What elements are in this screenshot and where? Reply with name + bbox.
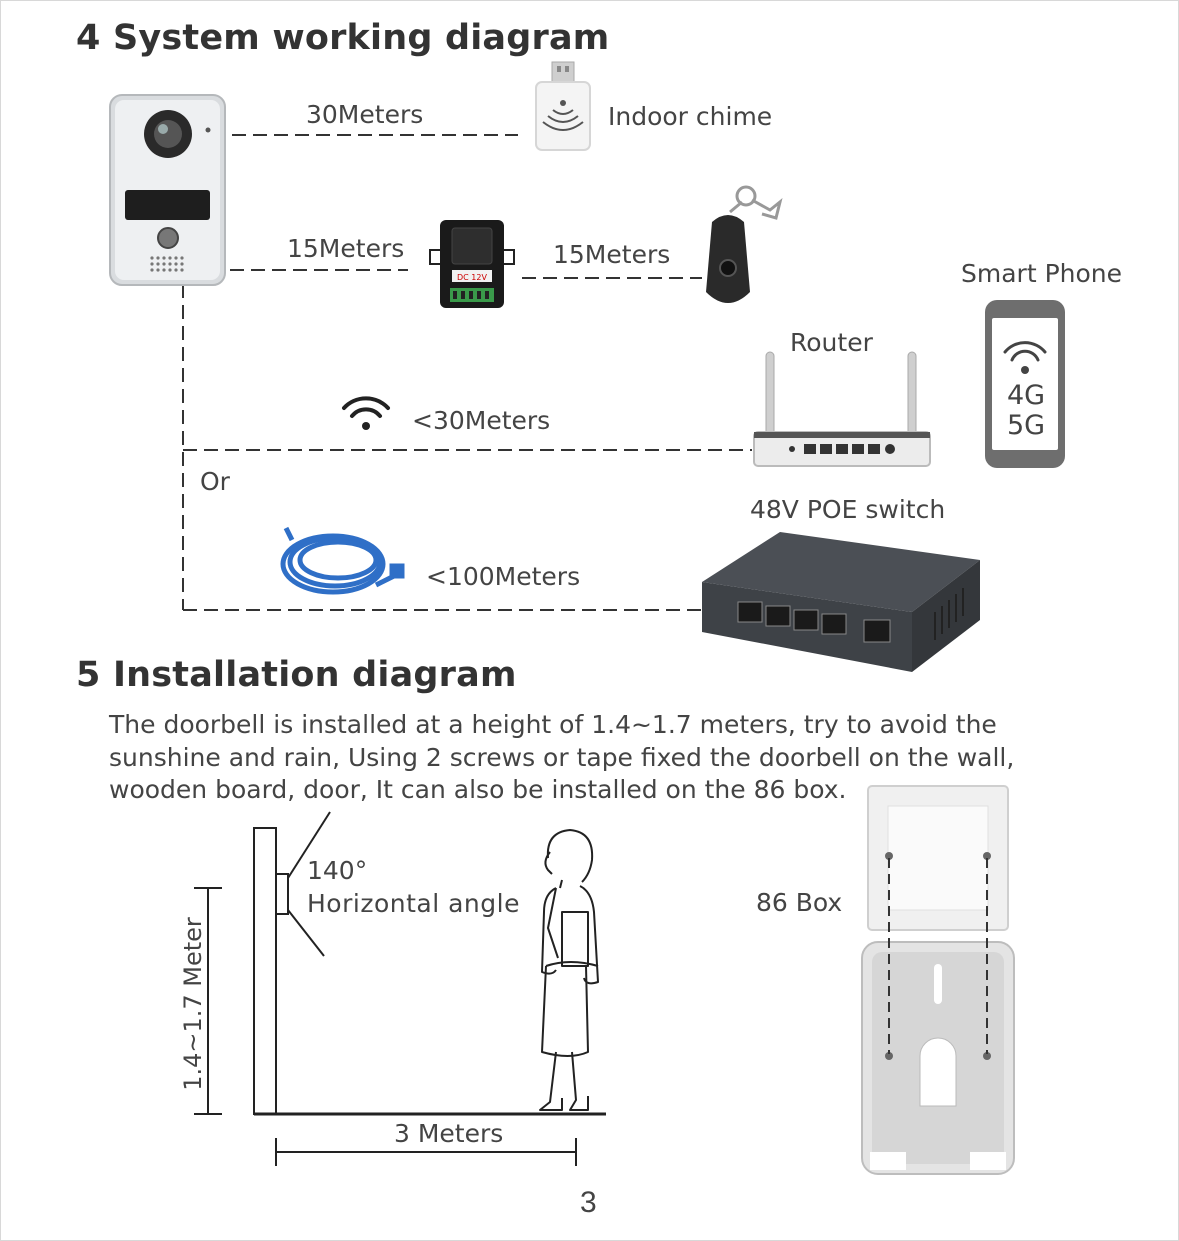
section4-title: 4 System working diagram — [76, 18, 610, 58]
poe-switch-icon — [702, 532, 980, 672]
section5-title: 5 Installation diagram — [76, 655, 517, 695]
angle-value-label: 140° — [307, 856, 368, 885]
description-line: sunshine and rain, Using 2 screws or tap… — [109, 742, 1015, 772]
remote-fob-icon — [706, 185, 783, 303]
wifi-distance-label: <30Meters — [412, 406, 551, 435]
chime-distance-label: 30Meters — [306, 100, 424, 129]
wall-shape — [253, 811, 331, 1115]
connection-lines — [182, 134, 752, 611]
smartphone-icon — [985, 300, 1065, 468]
height-dimension-label: 1.4~1.7 Meter — [179, 917, 207, 1091]
controller-badge-text: DC 12V — [457, 273, 487, 282]
page-number: 3 — [580, 1186, 597, 1219]
height-dimension — [194, 887, 222, 1115]
remote-distance-label: 15Meters — [553, 240, 671, 269]
mounting-plate-icon — [861, 941, 1015, 1175]
poe-switch-label: 48V POE switch — [750, 495, 946, 524]
distance-dimension-label: 3 Meters — [394, 1119, 504, 1148]
angle-description-label: Horizontal angle — [307, 889, 520, 918]
controller-distance-label: 15Meters — [287, 234, 405, 263]
doorbell-icon — [109, 94, 226, 286]
indoor-chime-label: Indoor chime — [608, 102, 773, 131]
smartphone-label: Smart Phone — [961, 259, 1123, 288]
screw-alignment-lines — [888, 858, 988, 1054]
or-label: Or — [200, 467, 230, 496]
phone-network-5g: 5G — [1007, 410, 1046, 441]
relay-controller-icon: DC 12V — [429, 220, 515, 308]
86-box-label: 86 Box — [756, 888, 843, 917]
cable-distance-label: <100Meters — [426, 562, 581, 591]
distance-dimension — [275, 1138, 577, 1166]
description-line: The doorbell is installed at a height of… — [109, 710, 997, 739]
description-line: wooden board, door, It can also be insta… — [109, 775, 847, 804]
network-cable-icon — [280, 526, 405, 595]
router-icon — [753, 351, 931, 467]
wifi-icon — [342, 396, 390, 430]
person-figure — [539, 829, 599, 1111]
phone-network-4g: 4G — [1007, 380, 1046, 411]
indoor-chime-icon — [535, 61, 591, 151]
installation-description: The doorbell is installed at a height of… — [109, 709, 1014, 807]
router-label: Router — [790, 328, 873, 357]
86-box-icon — [867, 785, 1009, 931]
